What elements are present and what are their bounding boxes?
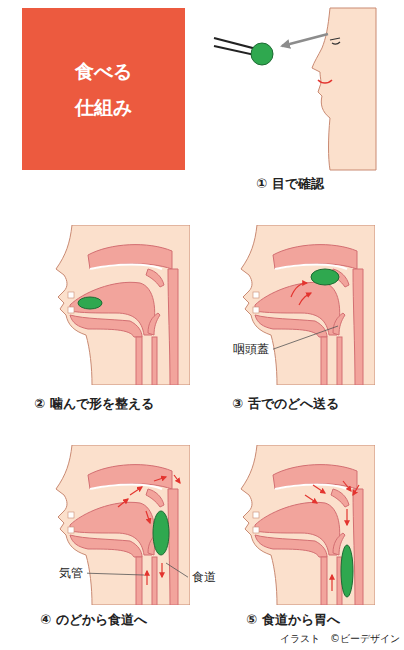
credit-note: イラスト ©ビーデザイン <box>280 633 400 645</box>
eye-panel <box>214 8 376 170</box>
esophagus-panel <box>241 445 375 605</box>
part-name: 咽頭蓋 <box>232 342 270 356</box>
tongue-panel <box>241 225 375 385</box>
part-name: 気管 <box>58 566 84 580</box>
title: 食べる 仕組み <box>64 53 144 125</box>
step-caption: ④ のどから食道へ <box>40 612 147 628</box>
step-caption: ③ 舌でのどへ送る <box>232 396 339 412</box>
chew-panel <box>56 225 190 385</box>
part-name: 食道 <box>191 570 217 584</box>
step-caption: ① 目で確認 <box>256 176 324 192</box>
step-caption: ⑤ 食道から胃へ <box>246 612 340 628</box>
step-caption: ② 噛んで形を整える <box>34 396 154 412</box>
throat-panel <box>56 445 190 605</box>
title-panel: 食べる 仕組み <box>22 8 185 170</box>
